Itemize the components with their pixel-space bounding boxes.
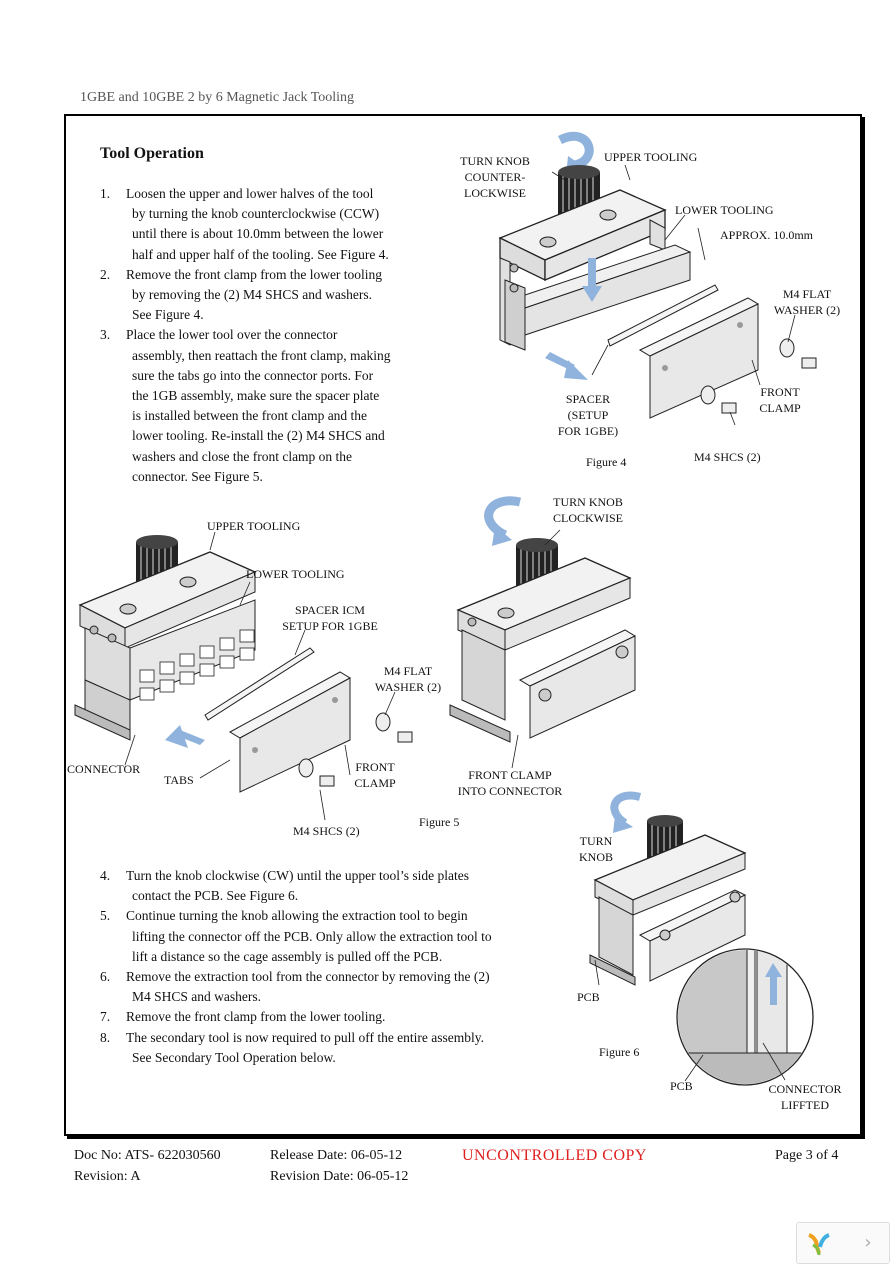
step-text-line: Continue turning the knob allowing the e…	[126, 908, 468, 924]
step-text-line: Remove the front clamp from the lower to…	[126, 1009, 386, 1025]
figure-5-caption: Figure 5	[419, 815, 460, 829]
step-text-line: until there is about 10.0mm between the …	[132, 226, 384, 242]
step-item: 3. Place the lower tool over the connecto…	[100, 325, 420, 487]
document-header-title: 1GBE and 10GBE 2 by 6 Magnetic Jack Tool…	[80, 90, 355, 105]
step-text-line: is installed between the front clamp and…	[132, 408, 368, 424]
steps-list-top: 1. Loosen the upper and lower halves of t…	[100, 184, 420, 487]
viewer-nav-widget: ›	[796, 1222, 890, 1264]
fig5-lower-tooling-label: LOWER TOOLING	[246, 567, 345, 581]
steps-list-bottom: 4. Turn the knob clockwise (CW) until the…	[100, 866, 540, 1068]
step-number: 8.	[100, 1029, 111, 1045]
footer-revision: Revision: A	[74, 1169, 141, 1184]
step-text-line: washers and close the front clamp on the	[132, 448, 353, 464]
step-text-line: Place the lower tool over the connector	[126, 327, 338, 343]
step-item: 6. Remove the extraction tool from the co…	[100, 967, 540, 1007]
step-text-line: by removing the (2) M4 SHCS and washers.	[132, 287, 372, 303]
step-text-line: connector. See Figure 5.	[132, 468, 263, 484]
fig4-approx-label: APPROX. 10.0mm	[720, 228, 814, 242]
step-text-line: See Figure 4.	[132, 307, 204, 323]
fig5-m4-shcs-label: M4 SHCS (2)	[293, 824, 360, 838]
step-item: 4. Turn the knob clockwise (CW) until the…	[100, 866, 540, 906]
step-text-line: Turn the knob clockwise (CW) until the u…	[126, 868, 469, 883]
fig5-connector-label: CONNECTOR	[67, 762, 141, 776]
step-item: 5. Continue turning the knob allowing the…	[100, 906, 540, 967]
step-number: 6.	[100, 969, 111, 985]
step-text-line: lift a distance so the cage assembly is …	[132, 948, 443, 964]
step-number: 2.	[100, 266, 111, 282]
fig6-pcb-bottom-label: PCB	[670, 1079, 693, 1093]
footer-release-date: Release Date: 06-05-12	[270, 1148, 403, 1163]
step-item: 8. The secondary tool is now required to …	[100, 1028, 540, 1068]
step-number: 7.	[100, 1009, 111, 1025]
uncontrolled-copy-stamp: UNCONTROLLED COPY	[462, 1147, 647, 1164]
fig6-pcb-top-label: PCB	[577, 990, 600, 1004]
fig4-lower-tooling-label: LOWER TOOLING	[675, 203, 774, 217]
footer-revision-date: Revision Date: 06-05-12	[270, 1169, 409, 1184]
step-item: 2. Remove the front clamp from the lower …	[100, 265, 420, 326]
footer-doc-no: Doc No: ATS- 622030560	[74, 1148, 221, 1163]
step-number: 4.	[100, 868, 111, 883]
viewer-logo-icon	[808, 1233, 830, 1256]
step-text-line: assembly, then reattach the front clamp,…	[132, 347, 391, 363]
figure-4-illustration	[498, 131, 817, 426]
fig4-m4-shcs-label: M4 SHCS (2)	[694, 450, 761, 464]
footer-page-number: Page 3 of 4	[775, 1148, 839, 1163]
step-text-line: half and upper half of the tooling. See …	[132, 246, 389, 262]
step-text-line: by turning the knob counterclockwise (CC…	[132, 206, 380, 222]
step-text-line: the 1GB assembly, make sure the spacer p…	[132, 388, 380, 404]
fig5-upper-tooling-label: UPPER TOOLING	[207, 519, 301, 533]
figure-4-caption: Figure 4	[586, 455, 627, 469]
step-text-line: lifting the connector off the PCB. Only …	[132, 928, 492, 944]
step-number: 3.	[100, 327, 111, 343]
fig4-upper-tooling-label: UPPER TOOLING	[604, 150, 698, 164]
figure-middle-illustration	[449, 496, 637, 769]
step-item: 7. Remove the front clamp from the lower …	[100, 1007, 540, 1027]
step-text-line: contact the PCB. See Figure 6.	[132, 888, 299, 904]
step-text-line: sure the tabs go into the connector port…	[132, 367, 374, 383]
step-number: 5.	[100, 908, 111, 924]
figure-5-illustration	[74, 531, 413, 821]
section-title: Tool Operation	[100, 145, 204, 162]
step-text-line: Remove the front clamp from the lower to…	[126, 266, 383, 282]
step-number: 1.	[100, 186, 111, 201]
step-text-line: lower tooling. Re-install the (2) M4 SHC…	[132, 428, 385, 444]
step-text-line: Remove the extraction tool from the conn…	[126, 969, 490, 985]
step-text-line: M4 SHCS and washers.	[132, 989, 262, 1005]
step-text-line: See Secondary Tool Operation below.	[132, 1049, 336, 1065]
fig5-tabs-label: TABS	[164, 773, 194, 787]
figure-6-caption: Figure 6	[599, 1045, 640, 1059]
figure-6-illustration	[589, 791, 814, 1086]
next-page-chevron-icon[interactable]: ›	[864, 1232, 872, 1253]
step-item: 1. Loosen the upper and lower halves of t…	[100, 184, 420, 265]
step-text-line: The secondary tool is now required to pu…	[126, 1029, 485, 1045]
step-text-line: Loosen the upper and lower halves of the…	[126, 186, 374, 201]
